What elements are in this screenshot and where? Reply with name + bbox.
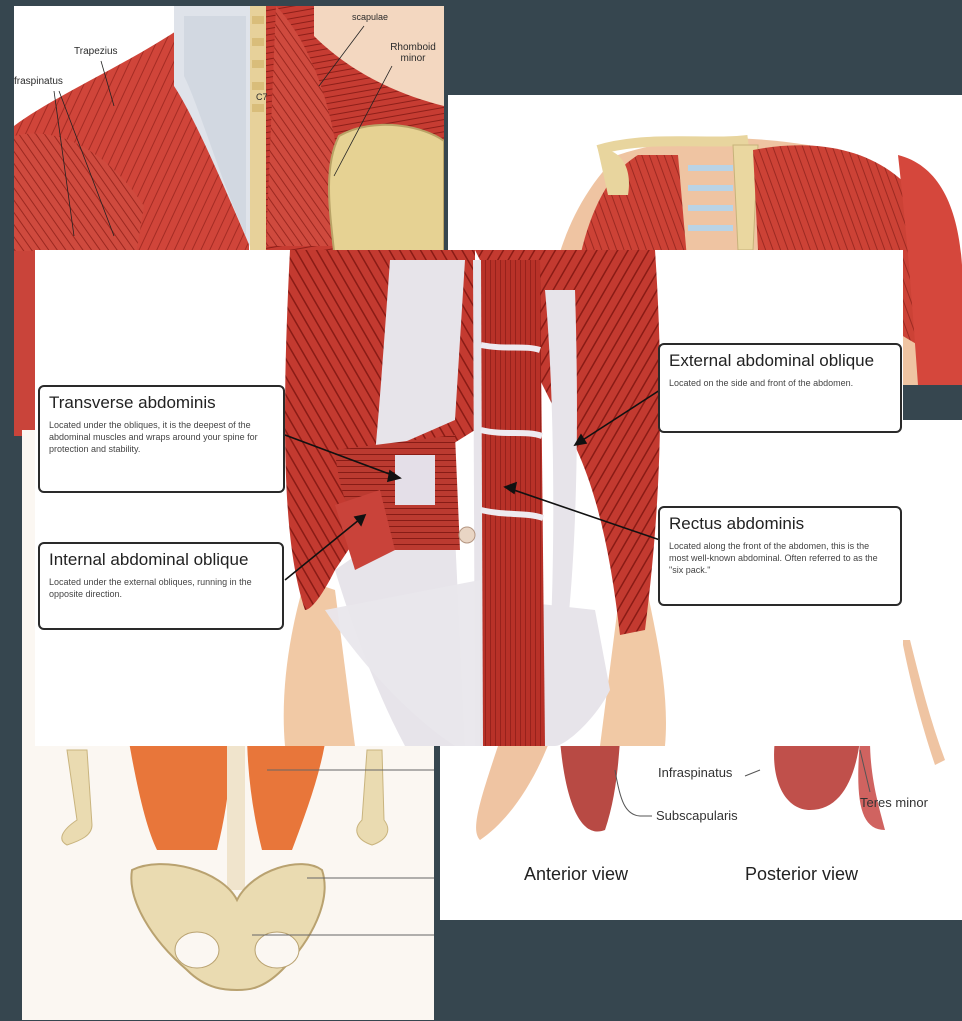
internal-oblique-text: Located under the external obliques, run…	[49, 576, 273, 600]
anterior-view-label: Anterior view	[524, 864, 628, 885]
infraspinatus-label-shoulder: Infraspinatus	[658, 765, 732, 780]
rectus-abdominis-title: Rectus abdominis	[669, 514, 891, 534]
transverse-abdominis-title: Transverse abdominis	[49, 393, 274, 413]
external-oblique-text: Located on the side and front of the abd…	[669, 377, 891, 389]
rectus-abdominis-callout: Rectus abdominis Located along the front…	[658, 506, 902, 606]
scapulae-label: scapulae	[352, 12, 388, 22]
abdominal-muscles-illustration	[35, 250, 903, 746]
rectus-abdominis-text: Located along the front of the abdomen, …	[669, 540, 891, 576]
infraspinatus-label: fraspinatus	[14, 76, 63, 87]
internal-oblique-title: Internal abdominal oblique	[49, 550, 273, 570]
internal-oblique-callout: Internal abdominal oblique Located under…	[38, 542, 284, 630]
subscapularis-label: Subscapularis	[656, 808, 738, 823]
trapezius-label: Trapezius	[74, 46, 118, 57]
posterior-view-label: Posterior view	[745, 864, 858, 885]
teres-minor-label: Teres minor	[860, 795, 928, 810]
transverse-abdominis-text: Located under the obliques, it is the de…	[49, 419, 274, 455]
c7-label: C7	[256, 92, 268, 102]
transverse-abdominis-callout: Transverse abdominis Located under the o…	[38, 385, 285, 493]
abdominal-muscles-diagram: Transverse abdominis Located under the o…	[35, 250, 903, 746]
rhomboid-label: Rhomboid minor	[384, 42, 442, 64]
external-oblique-title: External abdominal oblique	[669, 351, 891, 371]
external-oblique-callout: External abdominal oblique Located on th…	[658, 343, 902, 433]
